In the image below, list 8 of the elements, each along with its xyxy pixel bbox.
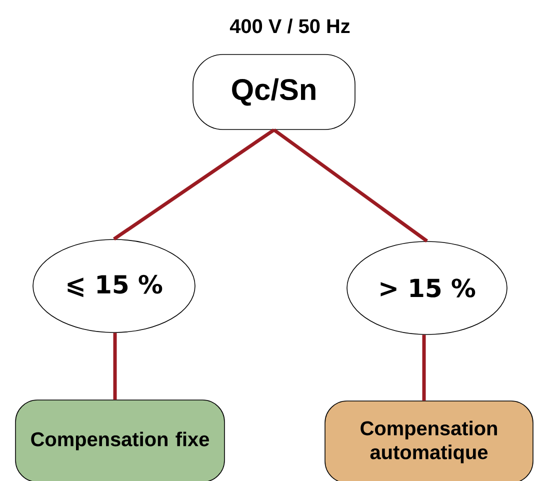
connector-line <box>272 128 428 243</box>
result-box: Compensation automatique <box>324 400 534 481</box>
heading: 400 V / 50 Hz <box>230 18 350 34</box>
connector-line <box>113 128 275 241</box>
result-box: Compensation fixe <box>15 400 225 481</box>
connector-line <box>113 332 117 400</box>
decision-box: Qc/Sn <box>192 54 356 130</box>
connector-line <box>422 334 426 401</box>
